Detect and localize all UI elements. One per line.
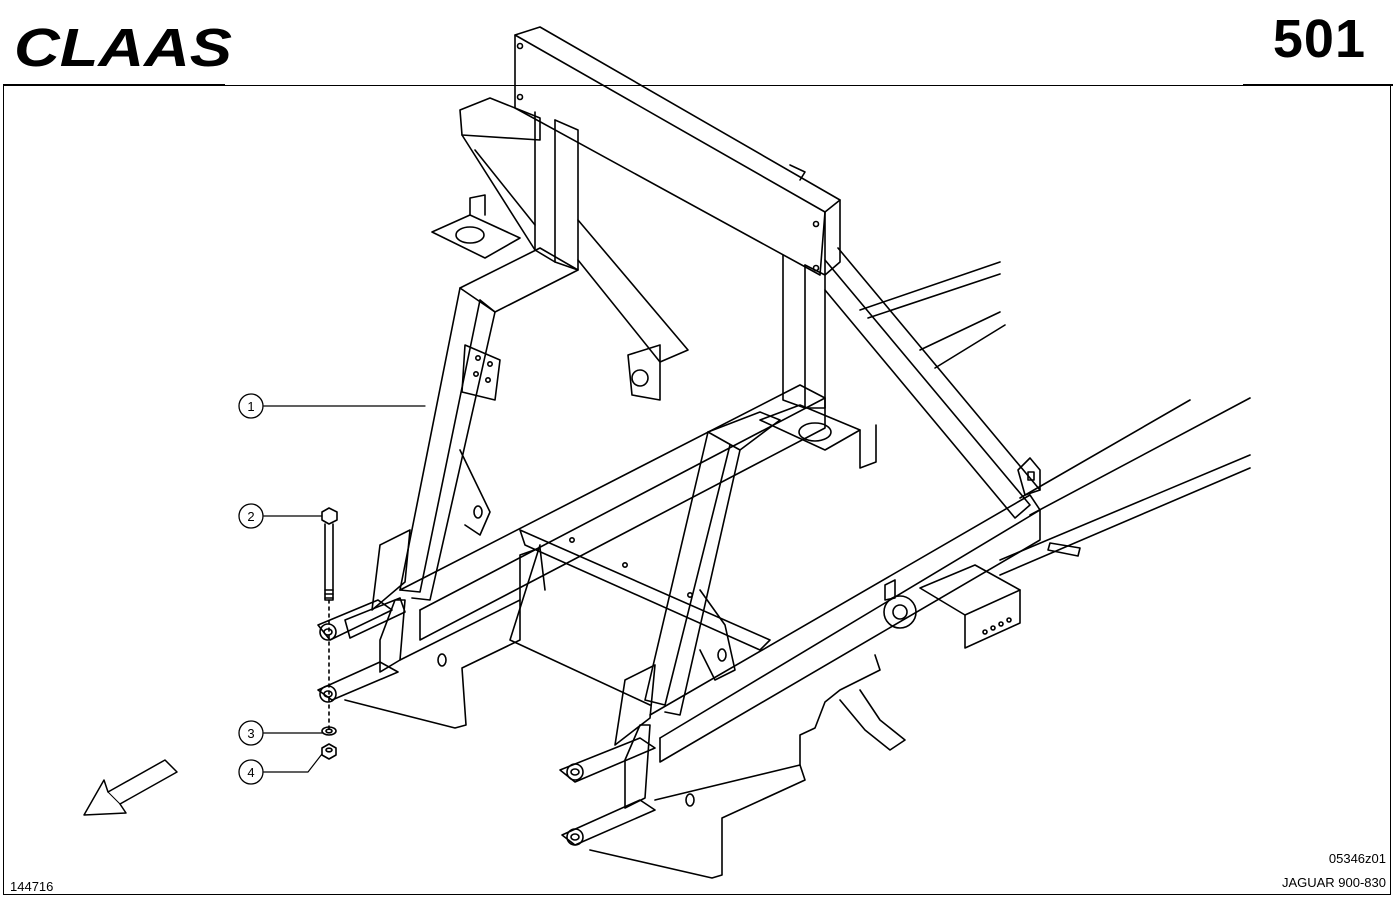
cross-rail xyxy=(317,384,1041,763)
callout-2: 2 xyxy=(238,503,264,529)
chassis-rails xyxy=(859,261,1251,576)
callout-1-label: 1 xyxy=(247,399,254,414)
lower-left-channel xyxy=(344,529,771,729)
callout-4: 4 xyxy=(238,759,264,785)
drawing-id: 144716 xyxy=(10,879,54,894)
callout-3-label: 3 xyxy=(247,726,254,741)
rear-uprights xyxy=(459,97,826,409)
top-beam xyxy=(514,26,841,276)
callout-4-label: 4 xyxy=(247,765,254,780)
page-number: 501 xyxy=(1272,9,1366,69)
bolt xyxy=(321,507,338,601)
washer xyxy=(321,726,337,736)
page-number-underline xyxy=(1243,84,1393,86)
callout-2-label: 2 xyxy=(247,509,254,524)
rear-end-block xyxy=(883,457,1041,649)
diagonal-braces xyxy=(577,219,1041,519)
callout-leaders xyxy=(263,405,426,773)
claas-logo: CLAAS xyxy=(14,20,232,72)
direction-arrow-icon xyxy=(83,759,178,816)
front-support xyxy=(559,411,906,879)
nut xyxy=(321,743,337,760)
callout-1: 1 xyxy=(238,393,264,419)
callout-3: 3 xyxy=(238,720,264,746)
logo-underline xyxy=(3,84,225,86)
frame-support xyxy=(371,247,579,611)
mounting-brackets xyxy=(431,194,877,469)
part-code: 05346z01 xyxy=(1328,851,1386,866)
page-frame xyxy=(3,85,1391,895)
logo-wordmark: CLAAS xyxy=(14,20,232,72)
model-name: JAGUAR 900-830 xyxy=(1281,875,1386,890)
